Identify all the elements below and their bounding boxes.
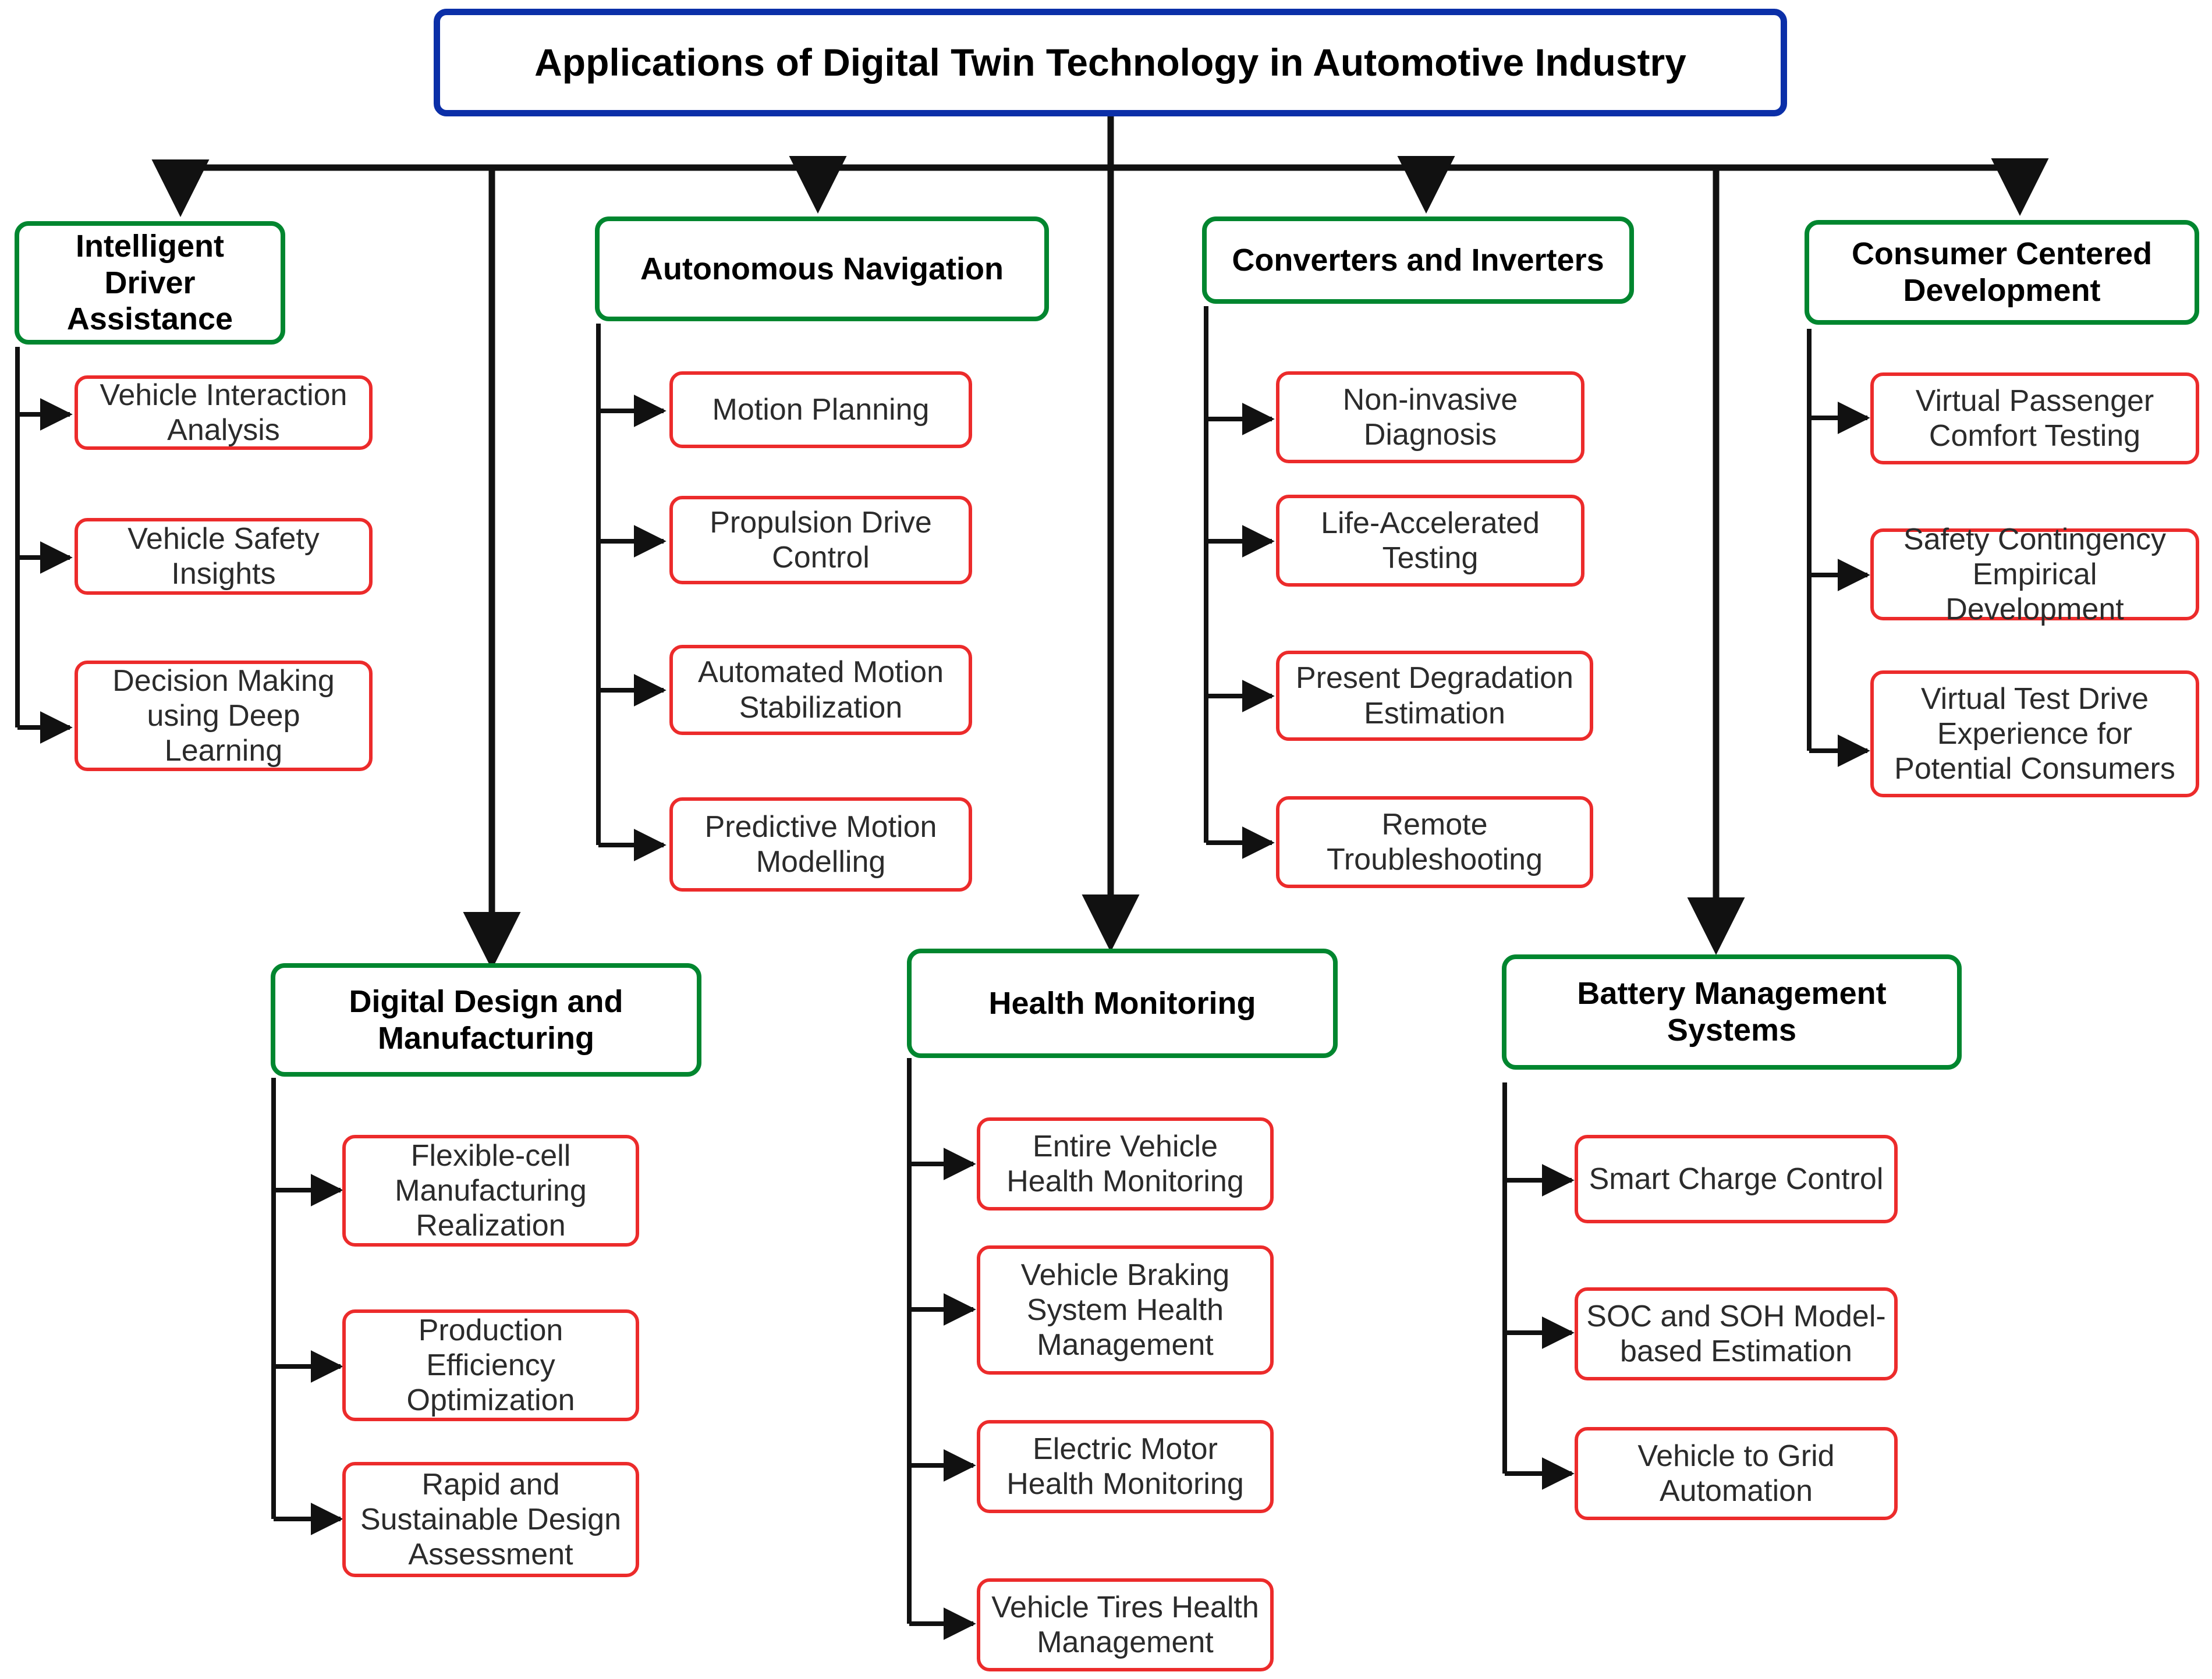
leaf-label: Remote Troubleshooting <box>1327 807 1543 876</box>
leaf-vehicle-to-grid-automation[interactable]: Vehicle to Grid Automation <box>1575 1427 1898 1520</box>
leaf-label: Vehicle Tires Health Management <box>991 1590 1259 1659</box>
leaf-flexible-cell-manufacturing-realization[interactable]: Flexible-cell Manufacturing Realization <box>342 1135 639 1247</box>
leaf-automated-motion-stabilization[interactable]: Automated Motion Stabilization <box>669 645 972 735</box>
leaf-smart-charge-control[interactable]: Smart Charge Control <box>1575 1135 1898 1223</box>
leaf-label: Rapid and Sustainable Design Assessment <box>360 1467 622 1572</box>
leaf-label: Smart Charge Control <box>1589 1162 1884 1196</box>
leaf-vehicle-tires-health-management[interactable]: Vehicle Tires Health Management <box>977 1578 1274 1671</box>
leaf-label: Vehicle Braking System Health Management <box>1020 1258 1230 1362</box>
leaf-label: Automated Motion Stabilization <box>697 655 944 725</box>
leaf-vehicle-interaction-analysis[interactable]: Vehicle Interaction Analysis <box>75 375 373 450</box>
leaf-rapid-and-sustainable-design-assessment[interactable]: Rapid and Sustainable Design Assessment <box>342 1462 639 1577</box>
leaf-label: Life-Accelerated Testing <box>1321 506 1540 575</box>
leaf-production-efficiency-optimization[interactable]: Production Efficiency Optimization <box>342 1309 639 1421</box>
category-autonomous-navigation[interactable]: Autonomous Navigation <box>595 216 1049 321</box>
category-label: Digital Design and Manufacturing <box>349 984 623 1056</box>
leaf-virtual-test-drive-experience-for-potential-consumers[interactable]: Virtual Test Drive Experience for Potent… <box>1870 670 2199 797</box>
leaf-label: SOC and SOH Model-based Estimation <box>1586 1299 1886 1368</box>
leaf-electric-motor-health-monitoring[interactable]: Electric Motor Health Monitoring <box>977 1420 1274 1513</box>
leaf-entire-vehicle-health-monitoring[interactable]: Entire Vehicle Health Monitoring <box>977 1117 1274 1211</box>
leaf-vehicle-safety-insights[interactable]: Vehicle Safety Insights <box>75 518 373 595</box>
category-battery-management-systems[interactable]: Battery Management Systems <box>1502 954 1962 1070</box>
leaf-non-invasive-diagnosis[interactable]: Non-invasive Diagnosis <box>1276 371 1584 463</box>
leaf-label: Motion Planning <box>712 392 930 427</box>
leaf-label: Vehicle Interaction Analysis <box>100 378 348 447</box>
root-node[interactable]: Applications of Digital Twin Technology … <box>434 9 1787 116</box>
leaf-label: Non-invasive Diagnosis <box>1342 382 1518 452</box>
category-health-monitoring[interactable]: Health Monitoring <box>907 949 1338 1058</box>
leaf-remote-troubleshooting[interactable]: Remote Troubleshooting <box>1276 796 1593 888</box>
leaf-propulsion-drive-control[interactable]: Propulsion Drive Control <box>669 496 972 584</box>
category-label: Consumer Centered Development <box>1851 236 2153 308</box>
category-label: Health Monitoring <box>988 985 1256 1021</box>
leaf-label: Entire Vehicle Health Monitoring <box>1006 1129 1244 1198</box>
leaf-label: Propulsion Drive Control <box>710 505 932 574</box>
category-digital-design-and-manufacturing[interactable]: Digital Design and Manufacturing <box>271 963 701 1077</box>
leaf-label: Decision Making using Deep Learning <box>112 663 335 768</box>
leaf-predictive-motion-modelling[interactable]: Predictive Motion Modelling <box>669 797 972 892</box>
leaf-label: Electric Motor Health Monitoring <box>1006 1432 1244 1501</box>
leaf-label: Predictive Motion Modelling <box>704 810 937 879</box>
category-intelligent-driver-assistance[interactable]: Intelligent Driver Assistance <box>15 221 285 345</box>
category-label: Autonomous Navigation <box>640 251 1004 286</box>
leaf-label: Vehicle Safety Insights <box>127 521 320 591</box>
category-label: Converters and Inverters <box>1232 242 1604 278</box>
leaf-safety-contingency-empirical-development[interactable]: Safety Contingency Empirical Development <box>1870 523 2199 626</box>
category-consumer-centered-development[interactable]: Consumer Centered Development <box>1805 220 2199 325</box>
leaf-label: Virtual Test Drive Experience for Potent… <box>1894 681 2175 786</box>
category-label: Intelligent Driver Assistance <box>66 229 233 337</box>
leaf-label: Production Efficiency Optimization <box>406 1313 575 1418</box>
leaf-present-degradation-estimation[interactable]: Present Degradation Estimation <box>1276 651 1593 741</box>
leaf-soc-and-soh-model-based-estimation[interactable]: SOC and SOH Model-based Estimation <box>1575 1287 1898 1380</box>
root-label: Applications of Digital Twin Technology … <box>534 41 1686 84</box>
category-converters-and-inverters[interactable]: Converters and Inverters <box>1202 216 1634 304</box>
leaf-motion-planning[interactable]: Motion Planning <box>669 371 972 448</box>
leaf-label: Vehicle to Grid Automation <box>1637 1439 1835 1508</box>
leaf-decision-making-using-deep-learning[interactable]: Decision Making using Deep Learning <box>75 661 373 771</box>
leaf-label: Present Degradation Estimation <box>1296 661 1573 730</box>
leaf-vehicle-braking-system-health-management[interactable]: Vehicle Braking System Health Management <box>977 1245 1274 1375</box>
leaf-label: Safety Contingency Empirical Development <box>1903 522 2166 627</box>
category-label: Battery Management Systems <box>1577 976 1887 1048</box>
leaf-label: Virtual Passenger Comfort Testing <box>1915 384 2154 453</box>
leaf-virtual-passenger-comfort-testing[interactable]: Virtual Passenger Comfort Testing <box>1870 372 2199 464</box>
leaf-label: Flexible-cell Manufacturing Realization <box>395 1138 587 1243</box>
leaf-life-accelerated-testing[interactable]: Life-Accelerated Testing <box>1276 495 1584 587</box>
